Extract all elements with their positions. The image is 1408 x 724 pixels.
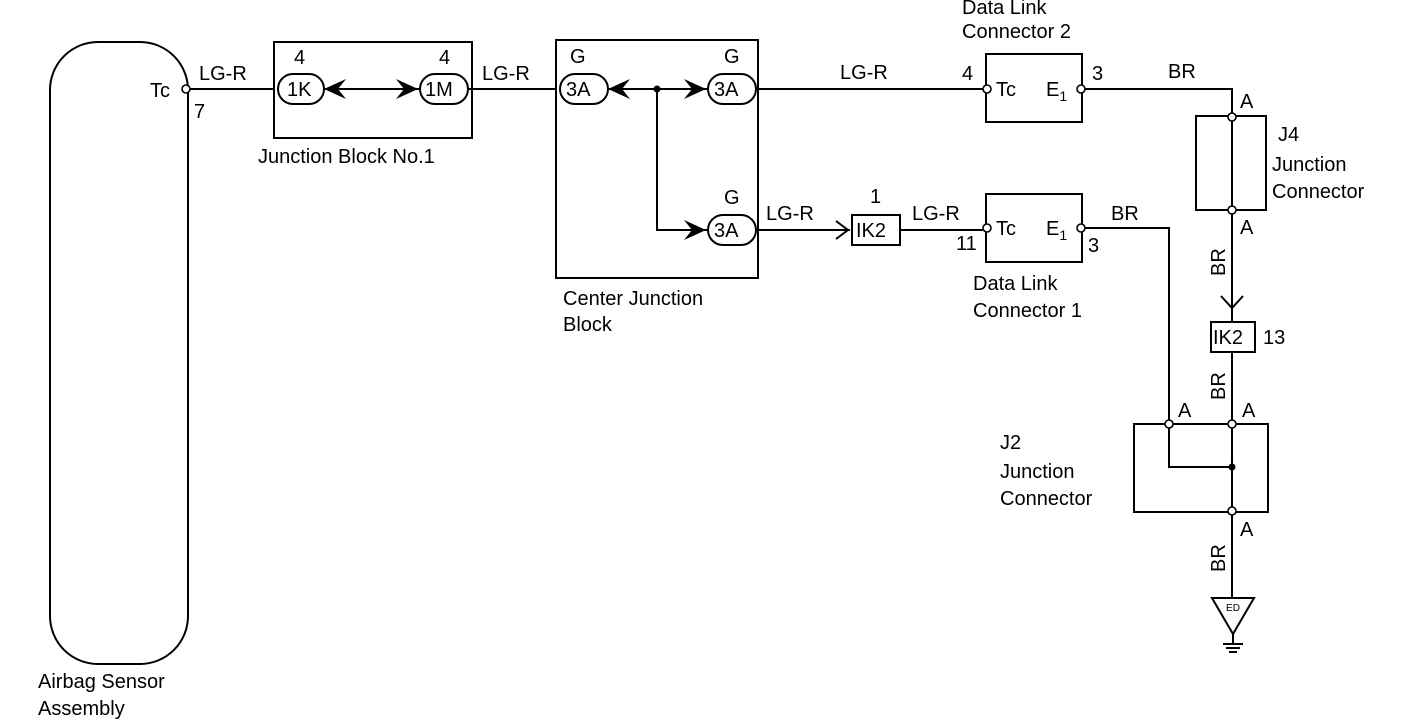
jb1-left-chevron [324, 79, 346, 99]
wire-label-lgr-5: LG-R [912, 203, 960, 225]
cjb-right-bottom-pin: G [724, 187, 740, 209]
ground-triangle [1210, 597, 1256, 636]
cjb-left-pin: G [570, 46, 586, 68]
j4-top-pin-marker [1227, 112, 1237, 122]
j2-left-pin-marker [1164, 419, 1174, 429]
j2-left-pin: A [1178, 400, 1192, 422]
dlc1-e1-subscript: 1 [1059, 227, 1067, 243]
dlc1-e1-letter: E [1046, 218, 1059, 240]
j2-splice-dot [1228, 463, 1236, 471]
cjb-right-top-pin: G [724, 46, 740, 68]
dlc1-e1-pin: 3 [1088, 235, 1099, 257]
cjb-left-connector-label: 3A [566, 79, 591, 101]
jb1-left-pin: 4 [294, 47, 305, 69]
dlc2-e1-pin-marker [1076, 84, 1086, 94]
cjb-splice-dot [653, 85, 661, 93]
j2-top-pin: A [1242, 400, 1256, 422]
jb1-connector-1m-label: 1M [425, 79, 453, 101]
airbag-sensor-name-2: Assembly [38, 698, 125, 720]
wire-label-lgr-4: LG-R [766, 203, 814, 225]
ik2-lower-label: IK2 [1213, 327, 1243, 349]
j4-name-1: J4 [1278, 124, 1299, 146]
j4-name-2: Junction [1272, 154, 1347, 176]
j2-name-1: J2 [1000, 432, 1021, 454]
j2-bottom-pin: A [1240, 519, 1254, 541]
j2-name-3: Connector [1000, 488, 1093, 510]
dlc2-tc-pin: 4 [962, 63, 973, 85]
j4-bottom-pin-marker [1227, 205, 1237, 215]
cjb-right-bottom-chevron [684, 220, 706, 240]
j2-name-2: Junction [1000, 461, 1075, 483]
dlc1-e1-pin-marker [1076, 223, 1086, 233]
wire-dlc1-j2 [1085, 227, 1170, 420]
wire-label-br-1: BR [1168, 61, 1196, 83]
dlc1-tc-pin-marker [982, 223, 992, 233]
jb1-right-chevron [396, 79, 418, 99]
wire-dlc2-j4 [1085, 88, 1233, 116]
ik2-lower-box [1210, 321, 1256, 353]
airbag-sensor-pin: 7 [194, 101, 205, 123]
wire-label-lgr-1: LG-R [199, 63, 247, 85]
ik2-upper-arrow [835, 220, 850, 240]
jb1-right-pin: 4 [439, 47, 450, 69]
wire-label-br-5: BR [1208, 544, 1230, 572]
dlc2-name-2: Connector 2 [962, 21, 1071, 43]
dlc2-tc-label: Tc [996, 79, 1016, 101]
airbag-sensor-body [49, 41, 189, 665]
cjb-name-2: Block [563, 314, 613, 336]
airbag-sensor-terminal: Tc [150, 80, 170, 102]
dlc2-e1-label: E1 [1046, 79, 1067, 104]
dlc2-e1-pin: 3 [1092, 63, 1103, 85]
j4-bottom-pin: A [1240, 217, 1254, 239]
j2-bottom-pin-marker [1227, 506, 1237, 516]
dlc1-name-2: Connector 1 [973, 300, 1082, 322]
dlc1-tc-pin: 11 [956, 233, 977, 255]
dlc1-name-1: Data Link [973, 273, 1058, 295]
dlc2-tc-pin-marker [982, 84, 992, 94]
wire-label-br-4: BR [1111, 203, 1139, 225]
j4-top-pin: A [1240, 91, 1254, 113]
j2-internal-left [1168, 424, 1232, 468]
ik2-lower-pin: 13 [1263, 327, 1285, 349]
cjb-internal-branch [656, 89, 708, 231]
wire-label-br-2: BR [1208, 248, 1230, 276]
ik2-lower-arrow [1220, 295, 1244, 310]
jb1-connector-1k-label: 1K [287, 79, 312, 101]
dlc1-e1-label: E1 [1046, 218, 1067, 243]
ik2-upper-label: IK2 [856, 220, 886, 242]
wire-label-lgr-2: LG-R [482, 63, 530, 85]
dlc1-tc-label: Tc [996, 218, 1016, 240]
airbag-sensor-name-1: Airbag Sensor [38, 671, 165, 693]
airbag-sensor-pin-marker [181, 84, 191, 94]
ground-label: ED [1226, 603, 1240, 614]
cjb-right-top-chevron [684, 79, 706, 99]
wire-label-lgr-3: LG-R [840, 62, 888, 84]
cjb-left-chevron [608, 79, 630, 99]
dlc2-name-1: Data Link [962, 0, 1047, 19]
dlc2-e1-letter: E [1046, 79, 1059, 101]
dlc2-e1-subscript: 1 [1059, 88, 1067, 104]
j4-name-3: Connector [1272, 181, 1365, 203]
j2-top-pin-marker [1227, 419, 1237, 429]
cjb-right-top-connector-label: 3A [714, 79, 739, 101]
wire-label-br-3: BR [1208, 372, 1230, 400]
ik2-upper-pin: 1 [870, 186, 881, 208]
jb1-name: Junction Block No.1 [258, 146, 435, 168]
cjb-name-1: Center Junction [563, 288, 703, 310]
cjb-right-bottom-connector-label: 3A [714, 220, 739, 242]
ik2-upper-box [851, 214, 901, 246]
